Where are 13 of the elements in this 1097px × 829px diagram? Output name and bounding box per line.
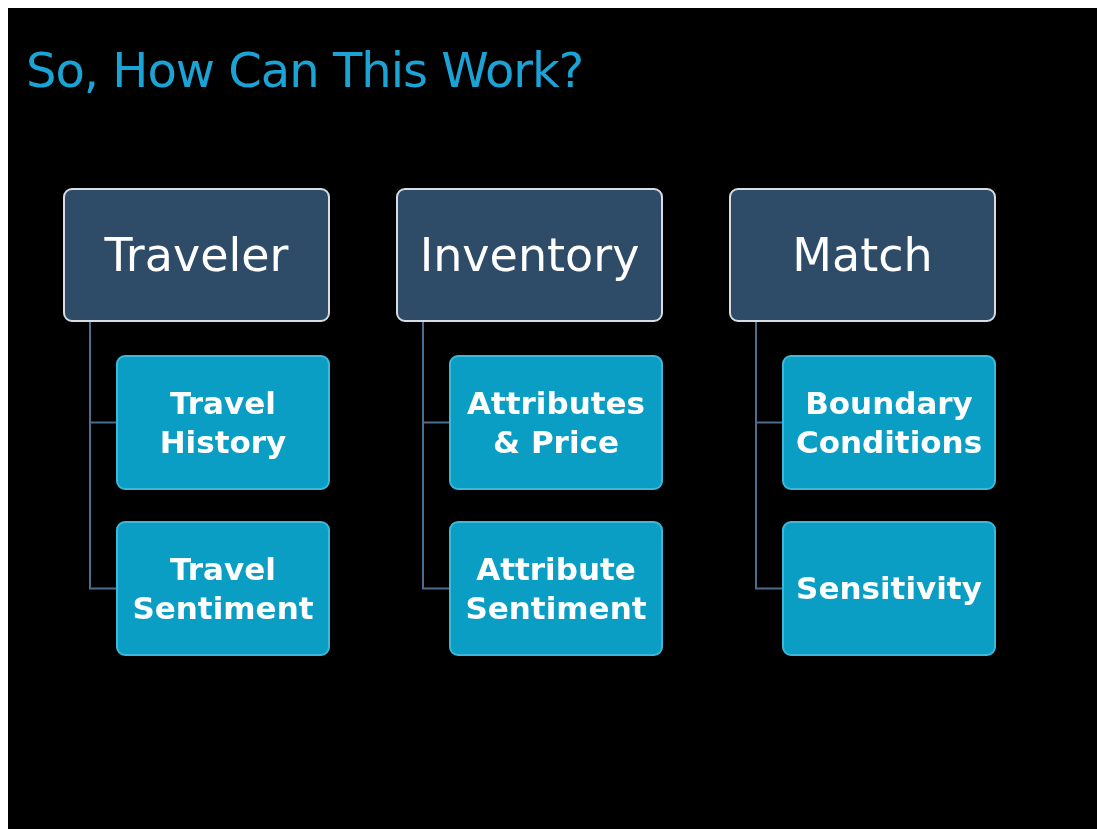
category-box: Match [729,188,996,322]
item-box: Travel Sentiment [116,521,330,656]
item-box: Attributes & Price [449,355,663,490]
category-box: Traveler [63,188,330,322]
item-box: Attribute Sentiment [449,521,663,656]
item-box: Boundary Conditions [782,355,996,490]
item-box: Sensitivity [782,521,996,656]
category-box: Inventory [396,188,663,322]
connector-line [755,321,783,590]
connector-line [89,321,117,590]
item-box: Travel History [116,355,330,490]
slide-title: So, How Can This Work? [26,42,584,98]
connector-line [422,321,450,590]
